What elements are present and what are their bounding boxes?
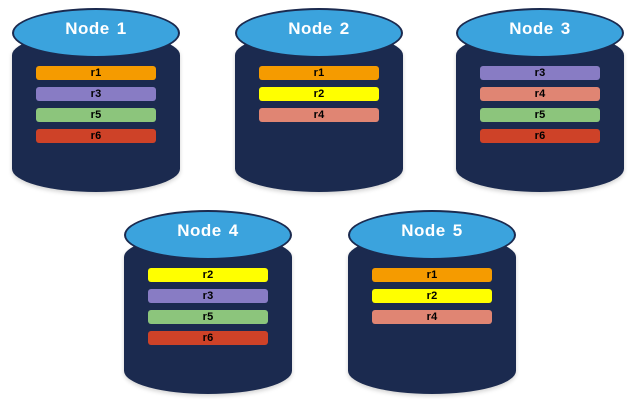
replica-bar-r2[interactable]: r2 [148, 268, 268, 282]
replica-bar-r6[interactable]: r6 [148, 331, 268, 345]
replica-list: r1 r3 r5 r6 [36, 66, 156, 143]
cylinder-top-icon [348, 210, 516, 260]
replica-bar-r5[interactable]: r5 [148, 310, 268, 324]
replica-bar-r1[interactable]: r1 [36, 66, 156, 80]
replica-list: r2 r3 r5 r6 [148, 268, 268, 345]
replica-bar-r2[interactable]: r2 [259, 87, 379, 101]
replica-bar-r3[interactable]: r3 [36, 87, 156, 101]
replica-bar-r6[interactable]: r6 [36, 129, 156, 143]
replica-list: r3 r4 r5 r6 [480, 66, 600, 143]
cylinder-top-icon [235, 8, 403, 58]
cylinder-top-icon [124, 210, 292, 260]
replica-bar-r1[interactable]: r1 [259, 66, 379, 80]
replica-list: r1 r2 r4 [372, 268, 492, 324]
replica-bar-r5[interactable]: r5 [36, 108, 156, 122]
replica-bar-r5[interactable]: r5 [480, 108, 600, 122]
replica-bar-r2[interactable]: r2 [372, 289, 492, 303]
replica-bar-r4[interactable]: r4 [259, 108, 379, 122]
replica-bar-r1[interactable]: r1 [372, 268, 492, 282]
replica-bar-r3[interactable]: r3 [480, 66, 600, 80]
replica-bar-r3[interactable]: r3 [148, 289, 268, 303]
replica-bar-r4[interactable]: r4 [372, 310, 492, 324]
cylinder-top-icon [12, 8, 180, 58]
replica-bar-r4[interactable]: r4 [480, 87, 600, 101]
cylinder-top-icon [456, 8, 624, 58]
replica-list: r1 r2 r4 [259, 66, 379, 122]
replica-bar-r6[interactable]: r6 [480, 129, 600, 143]
